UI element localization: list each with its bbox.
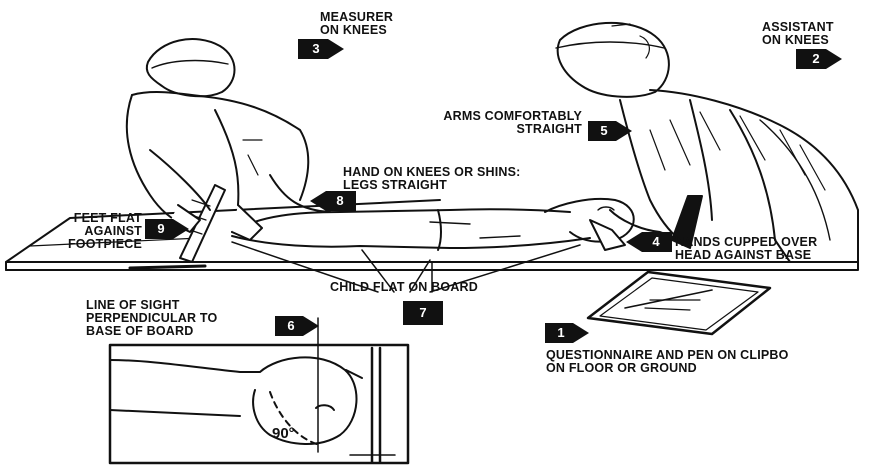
badge-6: 6 — [275, 316, 319, 336]
badge-8: 8 — [310, 191, 356, 211]
inset-view — [110, 345, 408, 463]
angle-label: 90° — [272, 425, 295, 442]
badge-1: 1 — [545, 323, 589, 343]
clipboard — [588, 272, 770, 334]
line-of-sight-label: LINE OF SIGHT PERPENDICULAR TO BASE OF B… — [86, 299, 217, 338]
child-flat-label: CHILD FLAT ON BOARD — [330, 281, 478, 294]
hand-knees-label: HAND ON KNEES OR SHINS: LEGS STRAIGHT — [343, 166, 521, 192]
badge-9: 9 — [145, 219, 189, 239]
badge-2: 2 — [796, 49, 842, 69]
assistant-label: ASSISTANT ON KNEES — [762, 21, 834, 47]
arms-label: ARMS COMFORTABLY STRAIGHT — [390, 110, 582, 136]
badge-7: 7 — [403, 301, 443, 325]
feet-label: FEET FLAT AGAINST FOOTPIECE — [30, 212, 142, 251]
questionnaire-label: QUESTIONNAIRE AND PEN ON CLIPBO ON FLOOR… — [546, 349, 789, 375]
badge-5: 5 — [588, 121, 632, 141]
measurer-label: MEASURER ON KNEES — [320, 11, 393, 37]
badge-3: 3 — [298, 39, 344, 59]
hands-cupped-label: HANDS CUPPED OVER HEAD AGAINST BASE — [675, 236, 817, 262]
badge-4: 4 — [626, 232, 672, 252]
